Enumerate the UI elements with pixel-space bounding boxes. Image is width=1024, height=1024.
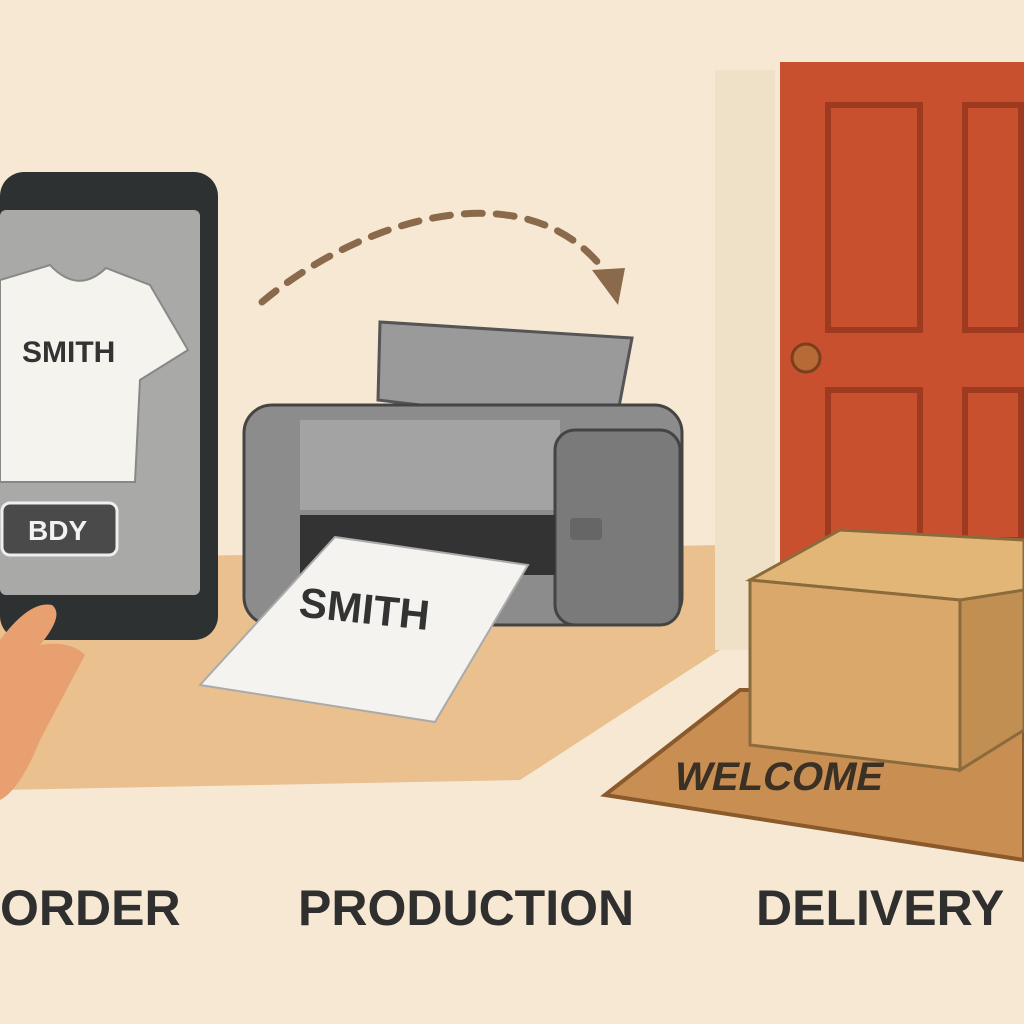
printer-top <box>300 420 560 510</box>
hand <box>0 604 85 800</box>
step-label-delivery: DELIVERY <box>756 880 1005 936</box>
door-panel <box>962 102 1024 333</box>
buy-button-label[interactable]: BDY <box>28 515 87 546</box>
tshirt-icon <box>0 263 190 483</box>
mat-text: WELCOME <box>670 753 888 798</box>
door-frame <box>715 70 775 650</box>
door <box>780 62 1024 562</box>
buy-button[interactable] <box>0 501 119 557</box>
box-side <box>958 588 1024 773</box>
printer-button-icon <box>570 518 602 540</box>
door-panel <box>825 102 923 333</box>
arrow-head-icon <box>592 268 625 305</box>
shirt-text: SMITH <box>22 336 115 369</box>
step-label-production: PRODUCTION <box>298 880 635 936</box>
box-front <box>748 578 962 772</box>
door-knob-icon <box>790 342 822 374</box>
step-label-order: ORDER <box>0 880 181 936</box>
printed-paper <box>198 535 530 724</box>
dashed-arrow <box>258 209 604 306</box>
